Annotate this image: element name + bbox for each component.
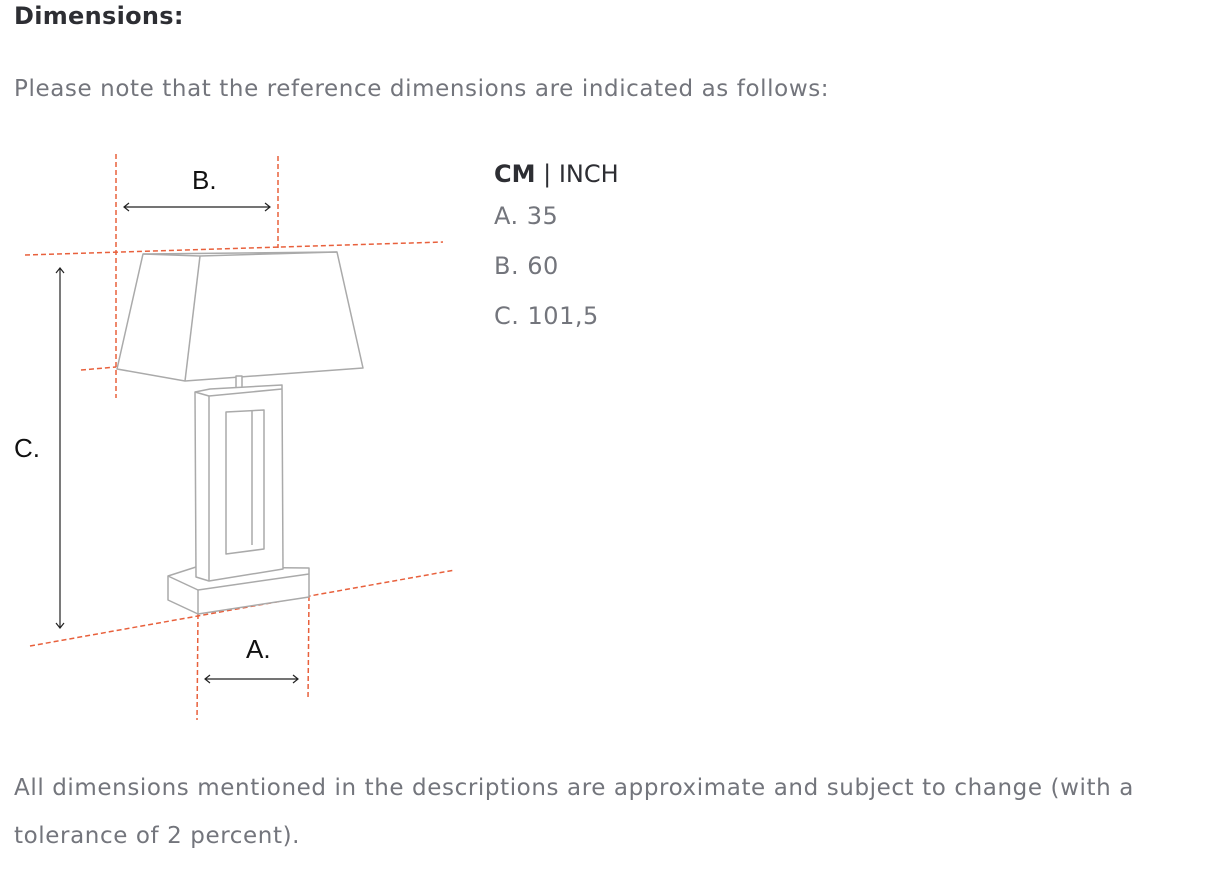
dimension-label: A. (494, 202, 519, 230)
dimension-value: 101,5 (527, 302, 599, 330)
dimension-label: C. (494, 302, 520, 330)
dimension-label: B. (494, 252, 520, 280)
dimension-row-c: C. 101,5 (494, 296, 619, 346)
unit-inch[interactable]: INCH (558, 160, 619, 188)
dimension-list: CM | INCH A. 35 B. 60 C. 101,5 (494, 160, 619, 346)
section-heading: Dimensions: (14, 2, 184, 30)
unit-cm[interactable]: CM (494, 160, 536, 188)
lamp-outline (116, 251, 364, 615)
tolerance-note: All dimensions mentioned in the descript… (14, 775, 1134, 849)
lampshade (116, 251, 364, 382)
dimension-value: 35 (526, 202, 559, 230)
unit-separator: | (535, 160, 559, 188)
dimension-value: 60 (527, 252, 559, 280)
intro-text: Please note that the reference dimension… (14, 76, 830, 102)
measure-arrows (55, 202, 299, 684)
label-a: A. (246, 634, 271, 664)
guide-lines (24, 154, 456, 721)
lamp-dimension-diagram: B. C. A. (14, 154, 456, 721)
dimension-row-b: B. 60 (494, 246, 619, 296)
unit-toggle: CM | INCH (494, 160, 619, 188)
dimension-row-a: A. 35 (494, 196, 619, 246)
label-c: C. (14, 433, 40, 463)
label-b: B. (192, 165, 217, 195)
